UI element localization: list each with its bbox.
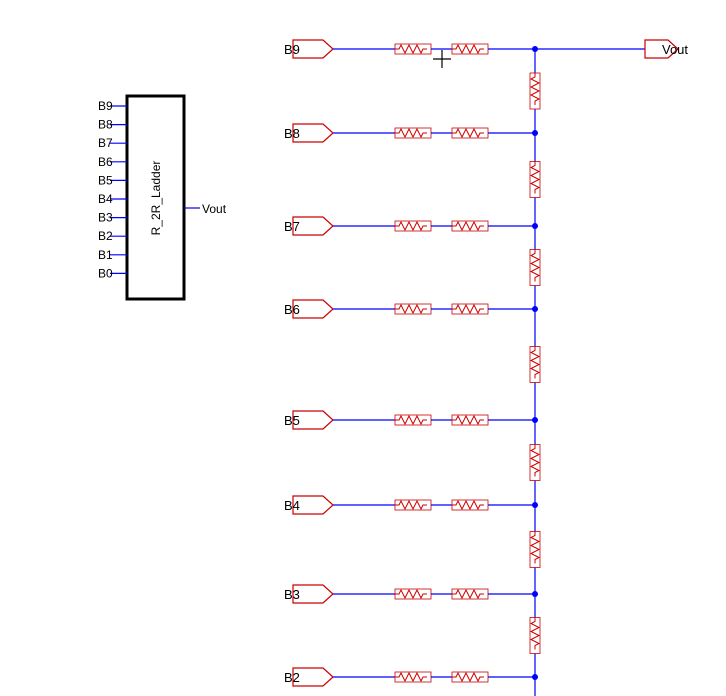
resistor-symbol — [452, 588, 484, 600]
ladder-row-b7: B7 — [284, 216, 538, 236]
resistor-symbol — [395, 127, 427, 139]
bus-gap — [530, 346, 540, 383]
vertical-resistor-symbol — [529, 73, 541, 105]
resistor-symbol — [452, 220, 484, 232]
junction-dot — [532, 46, 538, 52]
input-port-label: B5 — [284, 413, 300, 428]
input-port-label: B4 — [284, 498, 300, 513]
vertical-resistor-symbol — [529, 444, 541, 477]
bus-gap — [530, 249, 540, 286]
input-port[interactable]: B3 — [284, 584, 334, 604]
junction-dot — [532, 591, 538, 597]
junction-dot — [532, 502, 538, 508]
resistor-symbol — [395, 220, 427, 232]
symbol-pin-label: B2 — [98, 229, 113, 243]
vertical-resistor-symbol — [529, 617, 541, 650]
junction-dot — [532, 306, 538, 312]
resistor-symbol — [395, 303, 427, 315]
ladder-row-b4: B4 — [284, 495, 538, 515]
vertical-resistor-symbol — [529, 531, 541, 564]
resistor-symbol — [452, 499, 484, 511]
crosshair-cursor-icon — [433, 50, 451, 68]
input-port-label: B2 — [284, 670, 300, 685]
resistor-symbol — [395, 588, 427, 600]
input-port[interactable]: B7 — [284, 216, 334, 236]
vertical-resistor-symbol — [529, 249, 541, 282]
symbol-pin-label: B1 — [98, 248, 113, 262]
input-port-label: B8 — [284, 126, 300, 141]
junction-dot — [532, 130, 538, 136]
resistor-symbol — [395, 499, 427, 511]
resistor-symbol — [395, 414, 427, 426]
ladder-row-b3: B3 — [284, 584, 538, 604]
input-port[interactable]: B2 — [284, 667, 334, 687]
input-port[interactable]: B6 — [284, 299, 334, 319]
ladder-row-b8: B8 — [284, 123, 538, 143]
input-port-label: B6 — [284, 302, 300, 317]
bus-gap — [530, 531, 540, 568]
junction-dot — [532, 417, 538, 423]
symbol-output-label: Vout — [202, 202, 227, 216]
resistor-symbol — [452, 127, 484, 139]
symbol-pin-label: B5 — [98, 173, 113, 187]
input-port[interactable]: B9 — [284, 39, 334, 59]
resistor-symbol — [452, 43, 484, 55]
bus-gap — [530, 161, 540, 198]
resistor-symbol — [395, 671, 427, 683]
resistor-symbol — [452, 414, 484, 426]
input-port[interactable]: B4 — [284, 495, 334, 515]
symbol-pin-label: B9 — [98, 99, 113, 113]
symbol-pin-label: B8 — [98, 118, 113, 132]
symbol-body[interactable] — [125, 94, 186, 301]
resistor-symbol — [395, 43, 427, 55]
symbol-pin-label: B4 — [98, 192, 113, 206]
symbol-name: R_2R_Ladder — [149, 161, 163, 236]
junction-dot — [532, 223, 538, 229]
symbol-pin-label: B6 — [98, 155, 113, 169]
symbol-pin-label: B3 — [98, 211, 113, 225]
resistor-symbol — [452, 671, 484, 683]
input-port[interactable]: B8 — [284, 123, 334, 143]
bus-gap — [530, 444, 540, 481]
ladder-row-b2: B2 — [284, 667, 538, 687]
ladder-row-b5: B5 — [284, 410, 538, 430]
bus-gap — [530, 617, 540, 654]
input-port-label: B7 — [284, 219, 300, 234]
junction-dot — [532, 674, 538, 680]
input-port-label: B3 — [284, 587, 300, 602]
output-port[interactable]: Vout — [644, 39, 688, 59]
symbol-pin-label: B7 — [98, 136, 113, 150]
input-port[interactable]: B5 — [284, 410, 334, 430]
bus-gap — [530, 73, 540, 109]
output-port-label: Vout — [662, 42, 688, 57]
symbol-pin-label: B0 — [98, 266, 113, 280]
resistor-symbol — [452, 303, 484, 315]
input-port-label: B9 — [284, 42, 300, 57]
ladder-row-b9: B9 — [284, 39, 538, 59]
vertical-resistor-symbol — [529, 161, 541, 194]
vertical-resistor-symbol — [529, 346, 541, 379]
ladder-row-b6: B6 — [284, 299, 538, 319]
